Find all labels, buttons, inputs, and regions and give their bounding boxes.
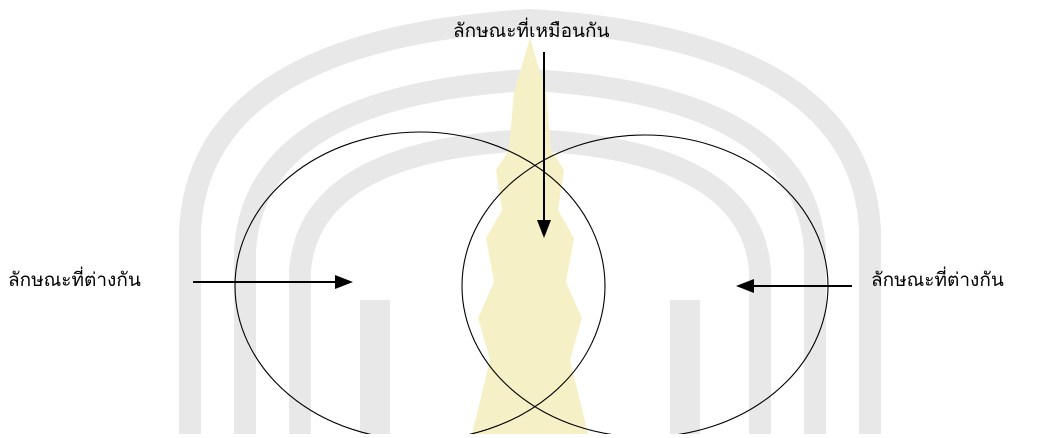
similar-characteristics-label: ลักษณะที่เหมือนกัน <box>453 22 609 41</box>
university-seal-watermark-icon <box>190 20 870 434</box>
right-arrow-head <box>736 279 754 293</box>
left-different-characteristics-label: ลักษณะที่ต่างกัน <box>8 271 141 290</box>
left-arrow-head <box>335 275 353 289</box>
right-different-characteristics-label: ลักษณะที่ต่างกัน <box>871 271 1004 290</box>
